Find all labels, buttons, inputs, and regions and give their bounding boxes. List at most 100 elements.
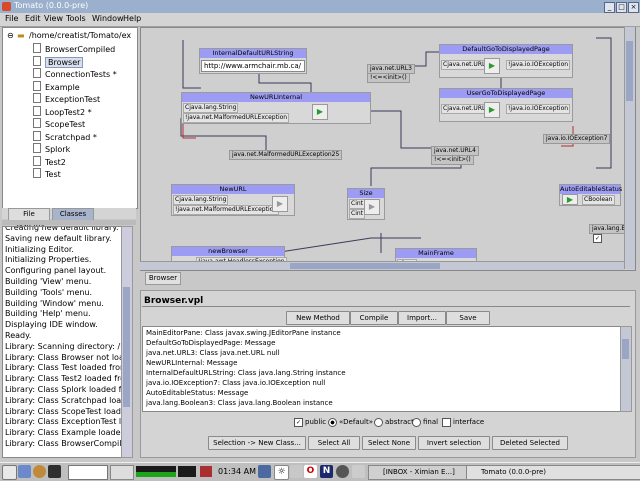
close-icon[interactable]: × (628, 2, 639, 13)
canvas-hscroll-thumb[interactable] (290, 263, 440, 269)
message-row[interactable]: NewURLInternal: Message (146, 359, 238, 367)
speaker-icon[interactable] (290, 465, 303, 478)
main-menu-icon[interactable] (2, 465, 17, 480)
node-new-url-internal[interactable]: NewURLInternal Cjava.lang.String !java.n… (181, 92, 371, 124)
mail-icon[interactable] (33, 465, 46, 478)
editor-icon[interactable] (352, 465, 365, 478)
message-scrollbar[interactable] (620, 326, 632, 412)
message-row[interactable]: java.net.URL3: Class java.net.URL null (146, 349, 280, 357)
run-field[interactable] (68, 465, 108, 480)
tree-item[interactable]: Browser (33, 55, 84, 68)
url-value-field[interactable]: http://www.armchair.mb.ca/ (201, 60, 305, 72)
terminal-icon[interactable] (48, 465, 61, 478)
param-row[interactable]: Cjava.net.URL (441, 60, 488, 70)
task-inbox[interactable]: [INBOX - Ximian E...] (368, 465, 474, 480)
play-icon[interactable]: ▶ (364, 199, 380, 215)
message-row[interactable]: MainEditorPane: Class javax.swing.JEdito… (146, 329, 341, 337)
gimp-icon[interactable] (336, 465, 349, 478)
message-row[interactable]: java.io.IOException7: Class java.io.IOEx… (146, 379, 326, 387)
minimize-icon[interactable]: _ (604, 2, 615, 13)
tree-root[interactable]: /home/creatist/Tomato/ex (29, 31, 132, 40)
boolean-checkbox[interactable]: ✓ (593, 234, 602, 243)
tree-item[interactable]: Test (33, 168, 61, 179)
menu-help[interactable]: Help (123, 14, 142, 23)
menu-file[interactable]: File (5, 14, 19, 23)
node-user-goto[interactable]: UserGoToDisplayedPage Cjava.net.URL ▶ !j… (439, 88, 573, 122)
play-icon[interactable]: ▶ (484, 102, 500, 118)
message-row[interactable]: java.lang.Boolean3: Class java.lang.Bool… (146, 399, 333, 407)
expand-icon[interactable]: ⊖ (7, 31, 14, 40)
message-row[interactable]: InternalDefaultURLString: Class java.lan… (146, 369, 346, 377)
select-none-button[interactable]: Select None (362, 436, 416, 450)
final-radio[interactable] (412, 418, 421, 427)
message-scroll-thumb[interactable] (622, 339, 629, 359)
label-ioex7[interactable]: java.io.IOException7 (543, 134, 611, 144)
tree-item[interactable]: Scratchpad * (33, 130, 97, 142)
play-icon[interactable]: ▶ (562, 194, 578, 205)
play-icon[interactable]: ▶ (312, 104, 328, 120)
param-row[interactable]: Cjava.lang.String (183, 103, 239, 113)
network-icon[interactable] (258, 465, 271, 478)
node-default-goto[interactable]: DefaultGoToDisplayedPage Cjava.net.URL ▶… (439, 44, 573, 78)
tree-item[interactable]: ConnectionTests * (33, 68, 117, 79)
log-scrollbar[interactable] (121, 226, 133, 458)
param-row[interactable]: Cjava.net.URL (441, 104, 488, 114)
title-bar[interactable]: Tomato (0.0.0-pre) _ □ × (0, 0, 640, 14)
tree-item[interactable]: LoopTest2 * (33, 105, 92, 117)
tray-icon[interactable]: ☼ (274, 465, 289, 480)
globe-icon[interactable] (18, 465, 31, 478)
file-tree[interactable]: ⊖ ▬ /home/creatist/Tomato/ex BrowserComp… (2, 27, 138, 209)
menu-edit[interactable]: Edit (25, 14, 41, 23)
interface-checkbox[interactable] (442, 418, 451, 427)
task-tomato[interactable]: Tomato (0.0.0-pre) (466, 465, 640, 480)
tree-item[interactable]: ExceptionTest (33, 93, 100, 104)
log-scroll-thumb[interactable] (123, 287, 130, 407)
exception-row[interactable]: !java.io.IOException (506, 104, 571, 114)
select-all-button[interactable]: Select All (308, 436, 360, 450)
tree-item[interactable]: ScopeTest (33, 118, 85, 129)
tree-item[interactable]: Test2 (33, 155, 66, 167)
message-row[interactable]: AutoEditableStatus: Message (146, 389, 249, 397)
splitter[interactable] (2, 220, 136, 225)
menu-view[interactable]: View (44, 14, 63, 23)
node-internal-default-url[interactable]: InternalDefaultURLString http://www.armc… (199, 48, 307, 74)
tab-browser[interactable]: Browser (145, 272, 181, 285)
tree-item[interactable]: Splork (33, 143, 70, 154)
canvas-vscrollbar[interactable] (624, 27, 635, 269)
node-auto-editable[interactable]: AutoEditableStatus ▶ CBoolean (559, 184, 622, 206)
label-boolean[interactable]: java.lang.B (589, 224, 629, 234)
compile-button[interactable]: Compile (350, 311, 398, 325)
import-button[interactable]: Import... (398, 311, 446, 325)
node-new-url[interactable]: NewURL Cjava.lang.String !java.net.Malfo… (171, 184, 295, 216)
save-button[interactable]: Save (446, 311, 490, 325)
default-radio[interactable] (328, 418, 337, 427)
workspace-switcher[interactable] (110, 465, 134, 480)
exception-row[interactable]: !java.io.IOException (506, 60, 571, 70)
selection-new-class-button[interactable]: Selection -> New Class... (208, 436, 306, 450)
node-size[interactable]: Size Cint Cint ▶ (347, 188, 385, 220)
label-malformed25[interactable]: java.net.MalformedURLException25 (229, 150, 343, 160)
opera-icon[interactable]: O (304, 465, 317, 478)
play-icon[interactable]: ▶ (484, 58, 500, 74)
label-init2[interactable]: !<=<init>() (431, 155, 474, 165)
tree-item[interactable]: Example (33, 80, 80, 92)
tree-item[interactable]: BrowserCompiled (33, 43, 115, 54)
param-row[interactable]: Cint (349, 199, 366, 209)
maximize-icon[interactable]: □ (616, 2, 627, 13)
abstract-radio[interactable] (374, 418, 383, 427)
message-list[interactable]: MainEditorPane: Class javax.swing.JEdito… (142, 326, 622, 412)
clock[interactable]: 01:34 AM (218, 467, 256, 476)
canvas-vscroll-thumb[interactable] (626, 41, 633, 101)
menu-tools[interactable]: Tools (66, 14, 86, 23)
menu-window[interactable]: Window (92, 14, 124, 23)
exception-row[interactable]: !java.net.MalformedURLException (183, 113, 290, 123)
canvas-hscrollbar[interactable] (140, 261, 624, 270)
invert-selection-button[interactable]: Invert selection (418, 436, 490, 450)
new-method-button[interactable]: New Method (286, 311, 350, 325)
message-row[interactable]: DefaultGoToDisplayedPage: Message (146, 339, 276, 347)
param-row[interactable]: Cjava.lang.String (173, 195, 229, 205)
param-row[interactable]: Cint (349, 209, 366, 219)
param-row[interactable]: CBoolean (582, 195, 615, 205)
public-checkbox[interactable]: ✓ (294, 418, 303, 427)
app-icon[interactable] (2, 2, 11, 11)
